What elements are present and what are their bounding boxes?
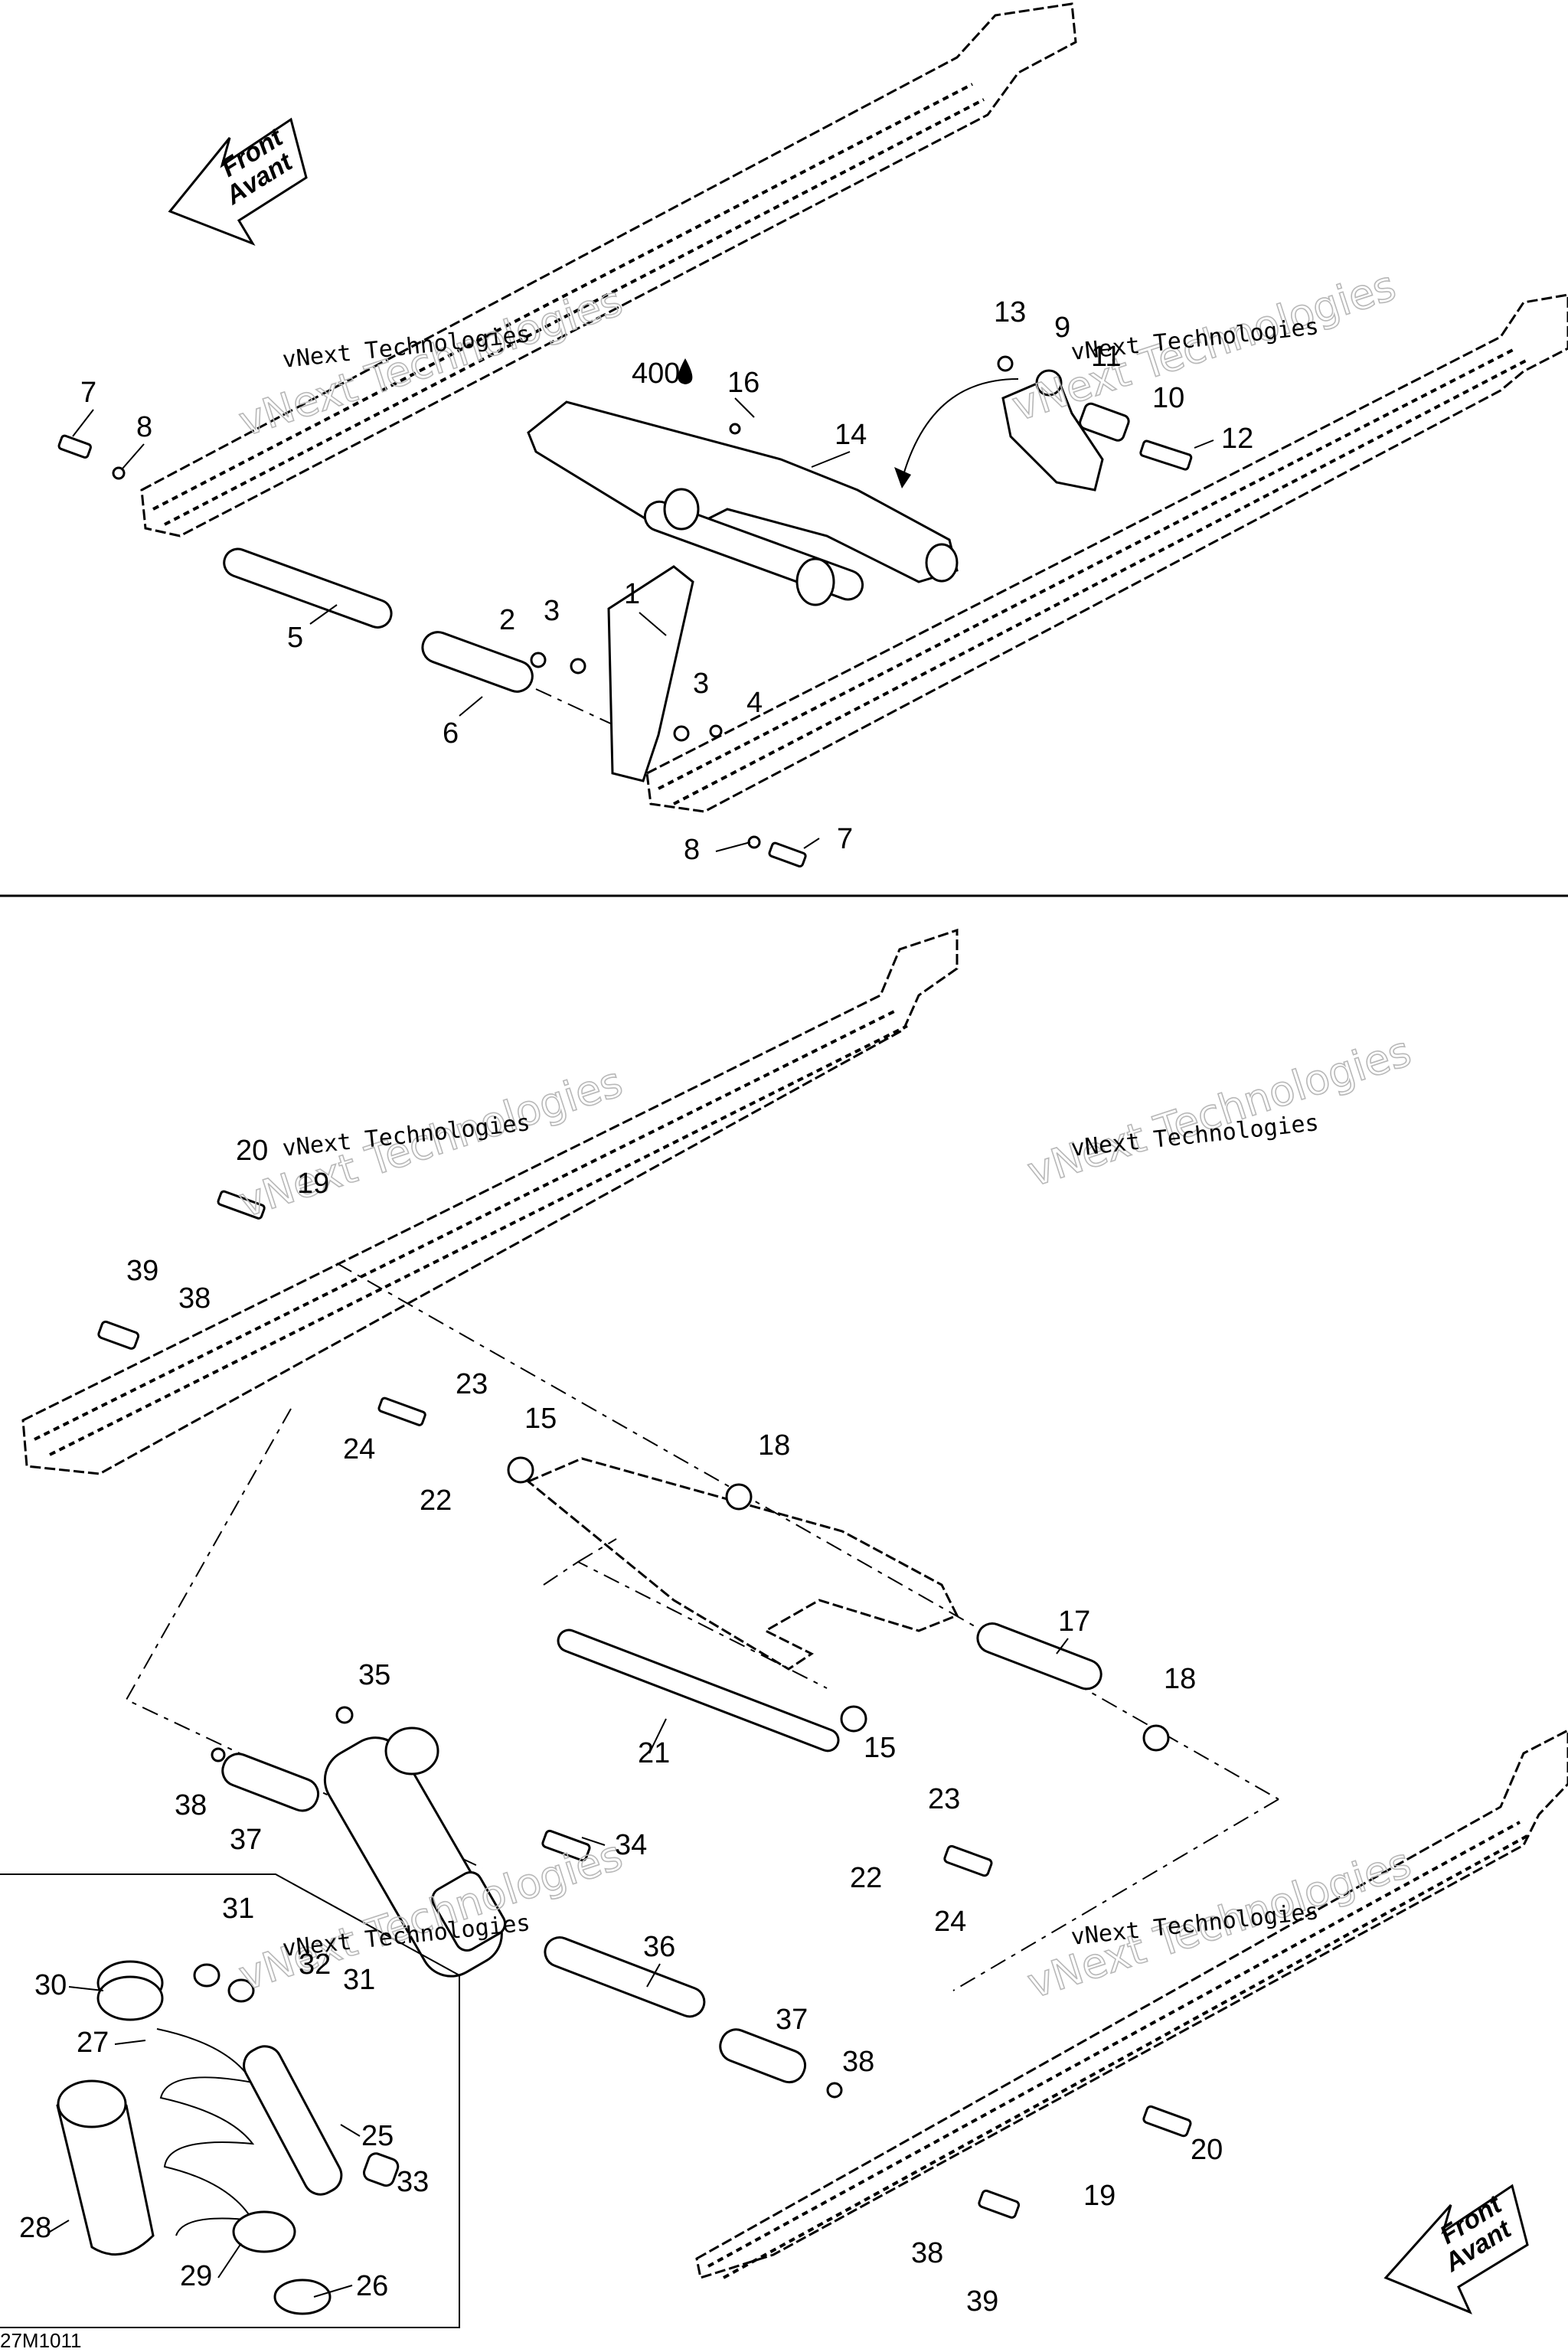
callout-32: 32: [299, 1949, 331, 1981]
callout-8: 8: [136, 411, 152, 443]
shaft-21: [557, 1628, 840, 1753]
bracket-assembly: [894, 369, 1193, 492]
callout-31: 31: [222, 1893, 254, 1925]
callout-26: 26: [356, 2270, 388, 2302]
callout-30: 30: [34, 1969, 67, 2001]
callout-16: 16: [727, 367, 760, 399]
left-rail-top: [140, 2, 1077, 537]
watermark-outline: vNext Technologies: [1022, 1027, 1417, 1196]
callout-38: 38: [911, 2237, 943, 2269]
callout-13: 13: [994, 296, 1026, 328]
callout-23: 23: [456, 1368, 488, 1400]
callout-8: 8: [684, 834, 700, 866]
leader-lines: [49, 397, 1214, 2298]
callout-15: 15: [524, 1403, 557, 1435]
callout-19: 19: [1083, 2180, 1116, 2212]
dashdot-guides: [125, 1263, 1279, 1991]
callout-38: 38: [175, 1789, 207, 1821]
callout-35: 35: [358, 1659, 390, 1691]
callout-2: 2: [499, 604, 515, 636]
callout-24: 24: [934, 1906, 966, 1938]
callout-3: 3: [693, 668, 709, 700]
callout-17: 17: [1058, 1606, 1090, 1638]
callout-19: 19: [297, 1168, 329, 1200]
callout-7: 7: [80, 377, 96, 409]
callouts: 1 2 3 3 4 5 6 7 7 8 8 9 10 11 12 13 14 1…: [19, 296, 1253, 2318]
callout-37: 37: [230, 1824, 262, 1856]
callout-15: 15: [864, 1732, 896, 1764]
callout-39: 39: [966, 2285, 998, 2318]
spring-kit: [56, 1960, 400, 2315]
callout-27: 27: [77, 2027, 109, 2059]
inset-box: [0, 1873, 460, 2328]
callout-22: 22: [850, 1862, 882, 1894]
callout-20: 20: [1191, 2134, 1223, 2166]
top-panel: Front Avant: [57, 2, 1568, 868]
callout-5: 5: [287, 622, 303, 654]
callout-9: 9: [1054, 312, 1070, 344]
link-1: [607, 565, 694, 782]
callout-1: 1: [624, 578, 640, 610]
oil-drop-icon: [678, 358, 693, 384]
shaft-17: [976, 1622, 1102, 1690]
callout-18: 18: [1164, 1663, 1196, 1695]
callout-14: 14: [835, 419, 867, 451]
front-arrow-bottom: Front Avant: [1383, 2184, 1529, 2314]
callout-7: 7: [837, 823, 853, 855]
front-arrow-top: Front Avant: [168, 117, 308, 246]
callout-23: 23: [928, 1783, 960, 1815]
callout-10: 10: [1152, 382, 1184, 414]
diagram-code: 27M1011: [0, 2329, 82, 2352]
callout-34: 34: [615, 1829, 647, 1861]
right-rail-top: [645, 293, 1568, 813]
callout-22: 22: [420, 1485, 452, 1517]
callout-33: 33: [397, 2166, 429, 2198]
callout-36: 36: [643, 1931, 675, 1963]
callout-37: 37: [776, 2004, 808, 2036]
callout-25: 25: [361, 2120, 394, 2152]
oil-symbol-label: 400: [632, 358, 680, 390]
callout-28: 28: [19, 2212, 51, 2244]
left-rail-bottom: [21, 928, 959, 1475]
callout-29: 29: [180, 2260, 212, 2292]
callout-3: 3: [544, 595, 560, 627]
callout-24: 24: [343, 1433, 375, 1465]
callout-4: 4: [746, 687, 763, 719]
spacer-37b: [719, 2028, 807, 2084]
callout-11: 11: [1091, 341, 1121, 373]
arm-ghost: [526, 1457, 959, 1671]
spacer-37a: [221, 1753, 320, 1812]
callout-18: 18: [758, 1429, 790, 1462]
small-hardware-top: [57, 355, 1014, 868]
small-hardware-bottom: [97, 1190, 1192, 2219]
callout-31: 31: [343, 1964, 375, 1996]
callout-6: 6: [443, 717, 459, 750]
shock-absorber: [323, 1726, 507, 1978]
shaft-36: [544, 1936, 706, 2018]
right-rail-bottom: [695, 1729, 1568, 2279]
callout-20: 20: [236, 1135, 268, 1167]
callout-39: 39: [126, 1255, 158, 1287]
bottom-panel: Front Avant: [0, 928, 1568, 2328]
shafts-5-6: [223, 547, 636, 736]
callout-38: 38: [178, 1282, 211, 1315]
callout-12: 12: [1221, 423, 1253, 455]
suspension-arm: [527, 400, 959, 606]
callout-38: 38: [842, 2046, 874, 2078]
